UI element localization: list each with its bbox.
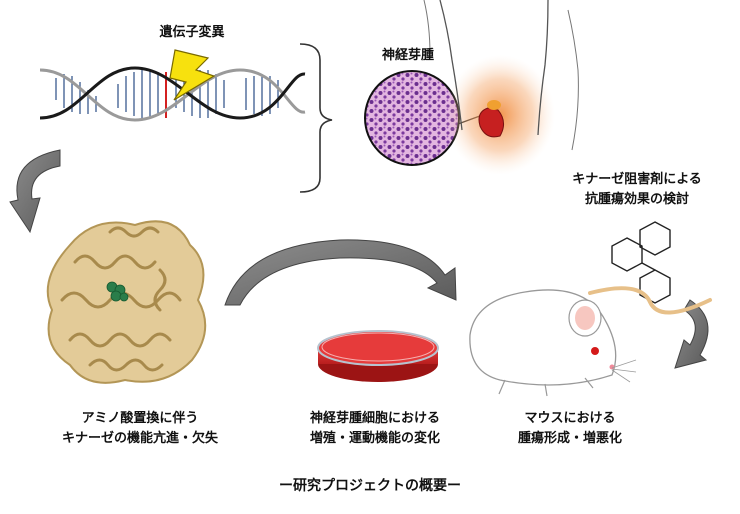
body-silhouette [423,0,579,175]
petri-dish-icon [317,330,439,382]
label-protein-line1: アミノ酸置換に伴う [81,411,199,426]
chemical-structure-icon [611,221,671,304]
caption: ー研究プロジェクトの概要ー [279,478,461,494]
tissue-micrograph [364,70,460,166]
label-protein-line2: キナーゼの機能亢進・欠失 [61,431,218,446]
arrow-protein-to-cells [224,239,457,306]
label-cells-line1: 神経芽腫細胞における [309,411,440,426]
bracket [299,43,333,193]
label-inhibitor-line1: キナーゼ阻害剤による [572,172,702,187]
protein-structure-icon [46,220,207,384]
mouse-icon [469,286,712,397]
label-mouse-line2: 腫瘍形成・増悪化 [517,431,622,446]
label-cells-line2: 増殖・運動機能の変化 [309,431,440,446]
label-inhibitor-line2: 抗腫瘍効果の検討 [584,192,689,207]
lightning-icon [169,49,216,101]
label-neuroblastoma: 神経芽腫 [381,48,434,63]
arrow-compound-to-mouse [674,299,709,369]
arrow-dna-to-protein [9,149,61,234]
label-gene-mutation: 遺伝子変異 [159,25,225,40]
label-mouse-line1: マウスにおける [524,411,616,426]
